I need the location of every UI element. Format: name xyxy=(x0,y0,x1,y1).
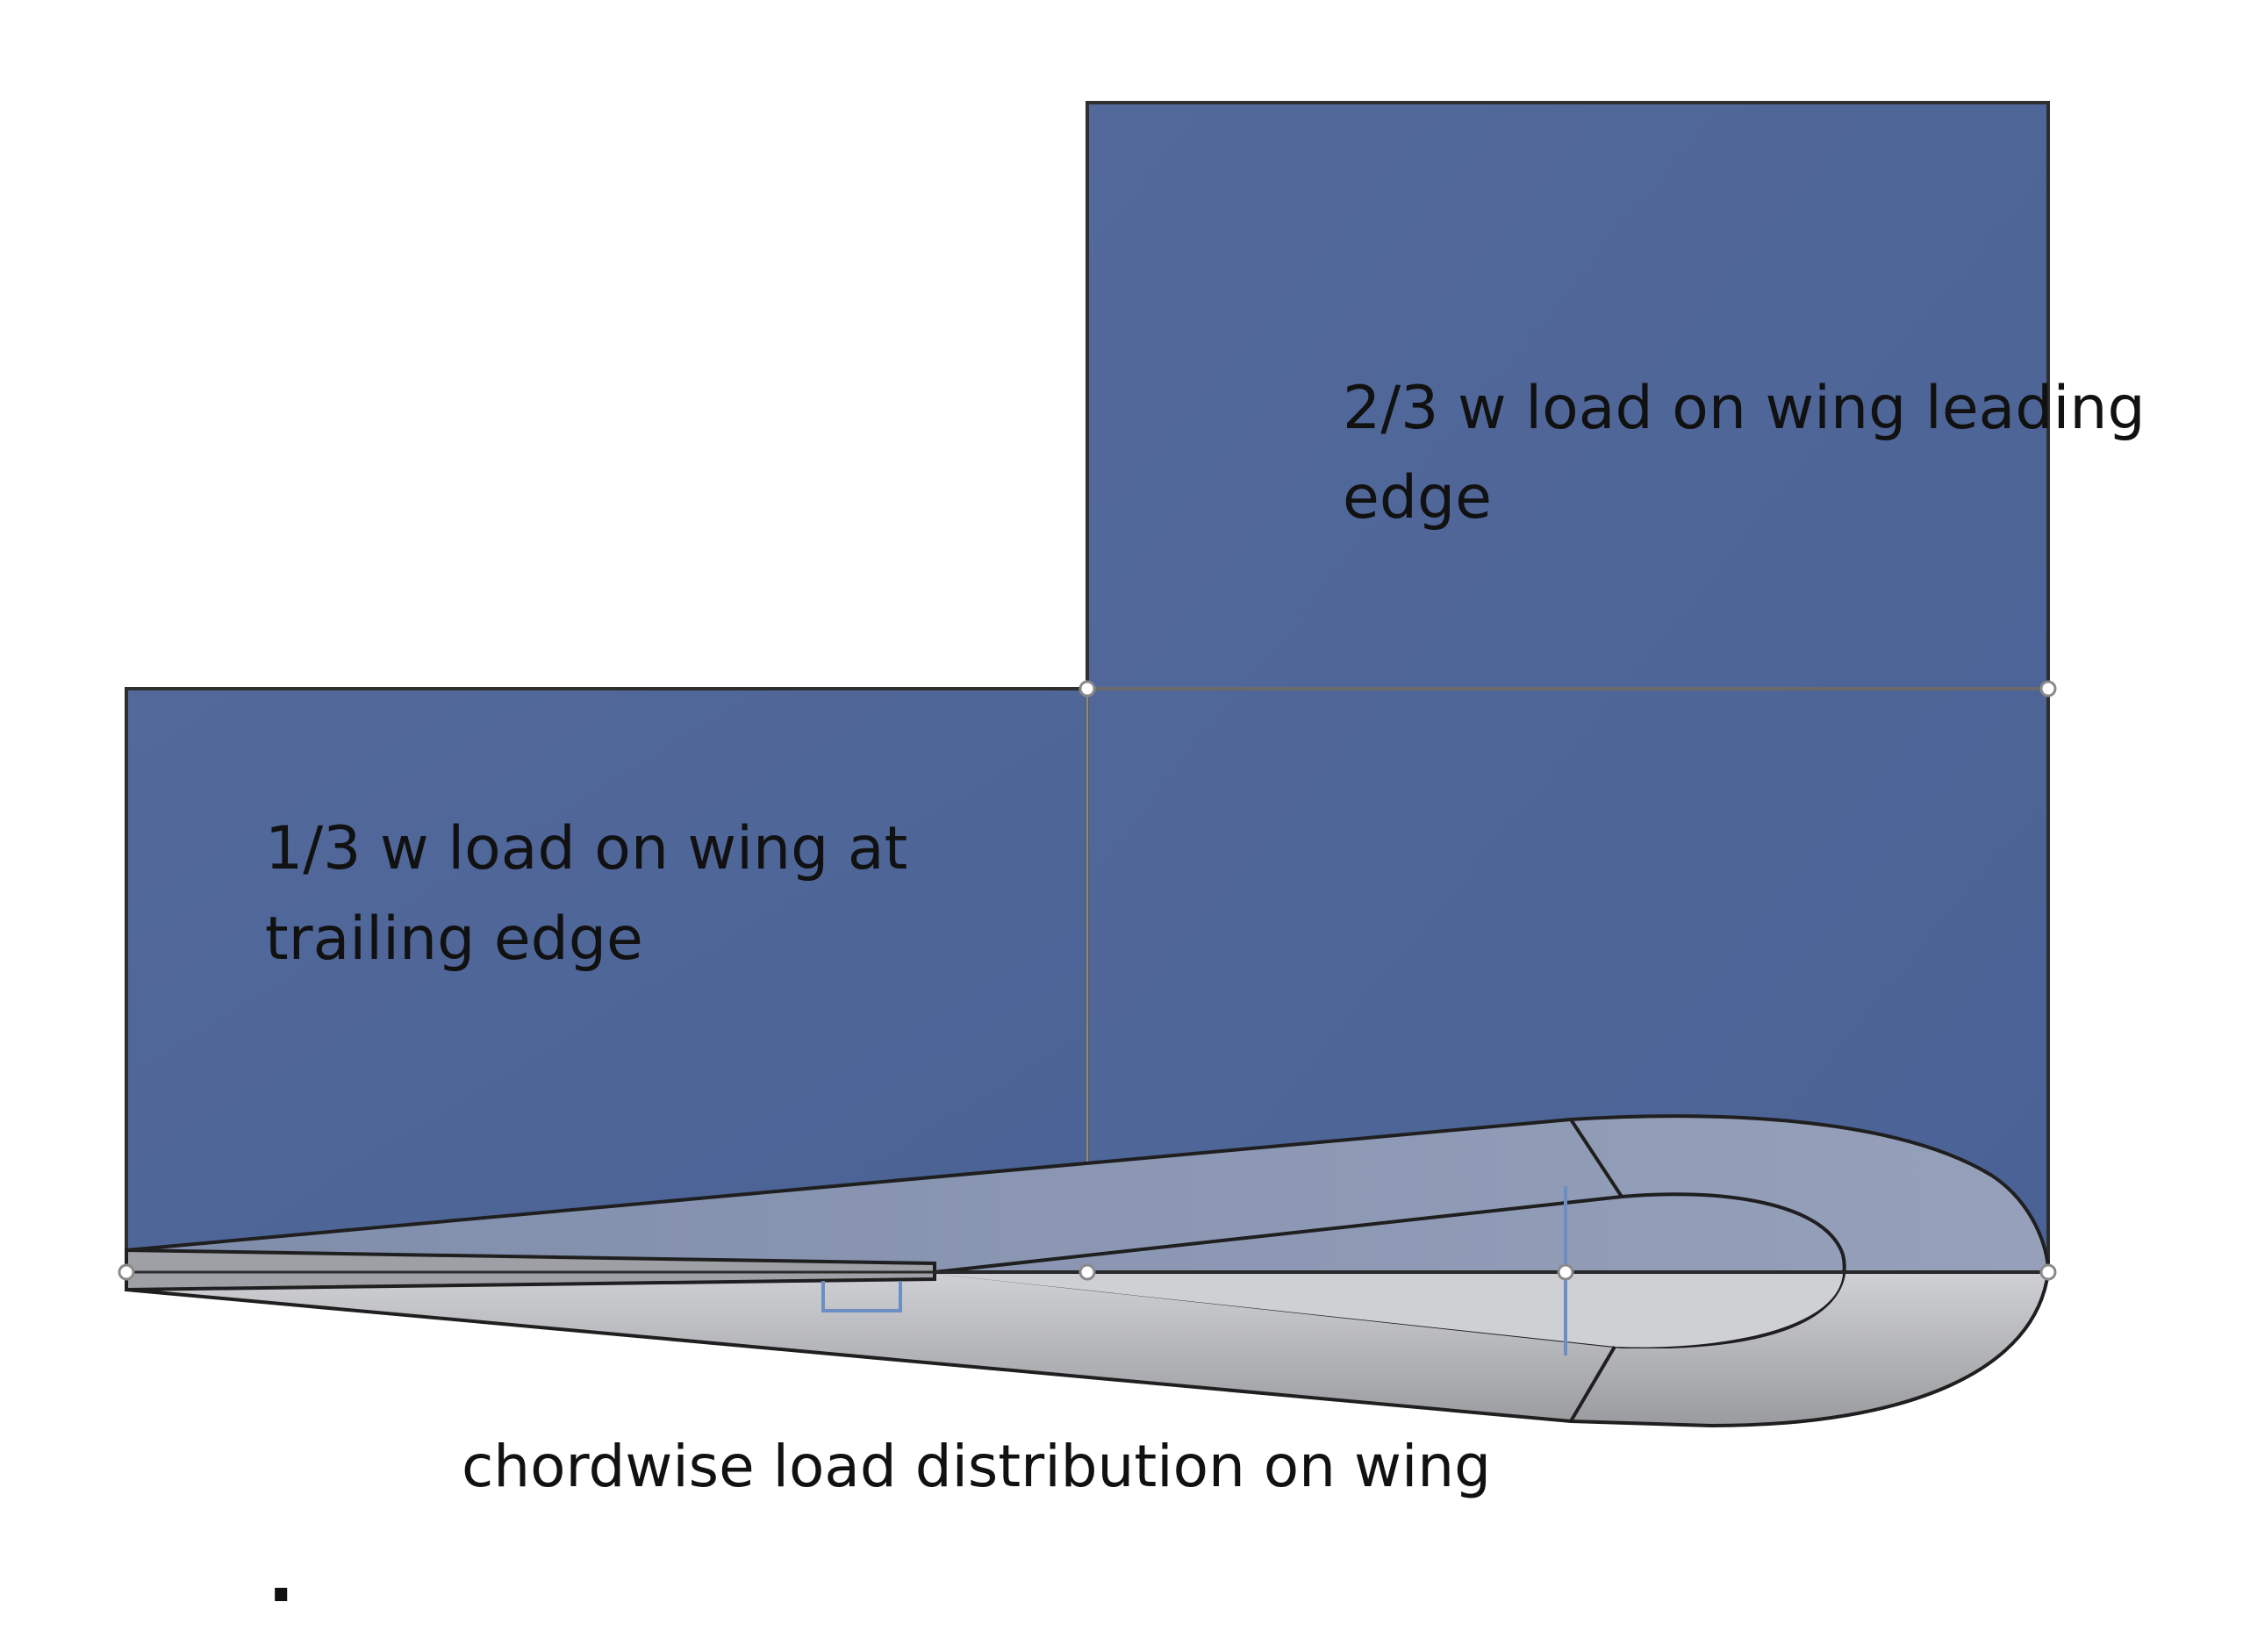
trailing-edge-load-label-line1: 1/3 w load on wing at xyxy=(265,814,907,883)
node-handle xyxy=(1079,680,1096,697)
diagram-caption: chordwise load distribution on wing xyxy=(462,1433,1491,1500)
airfoil-upper-surface xyxy=(125,1114,2051,1274)
accent-bracket-marker xyxy=(821,1281,902,1312)
node-handle xyxy=(1557,1263,1574,1281)
leading-edge-load-label-line2: edge xyxy=(1343,463,1492,533)
trailing-edge-load-block xyxy=(125,687,1089,1274)
node-handle xyxy=(1079,1263,1096,1281)
load-distribution xyxy=(125,101,2050,1274)
node-handle xyxy=(118,1263,135,1281)
airfoil-inner-core xyxy=(934,1192,1846,1348)
node-handle xyxy=(2039,1263,2057,1281)
airfoil-inner-core-lower xyxy=(935,1274,1843,1348)
stray-dot-mark: . xyxy=(268,1536,294,1618)
node-handle xyxy=(2039,680,2057,697)
front-spar-upper-line xyxy=(1569,1118,1623,1198)
front-spar-lower-line xyxy=(1569,1345,1616,1423)
trailing-edge-load-label-line2: trailing edge xyxy=(265,905,643,974)
leading-edge-load-label-line1: 2/3 w load on wing leading xyxy=(1343,374,2146,443)
node-handles xyxy=(118,680,2057,1281)
